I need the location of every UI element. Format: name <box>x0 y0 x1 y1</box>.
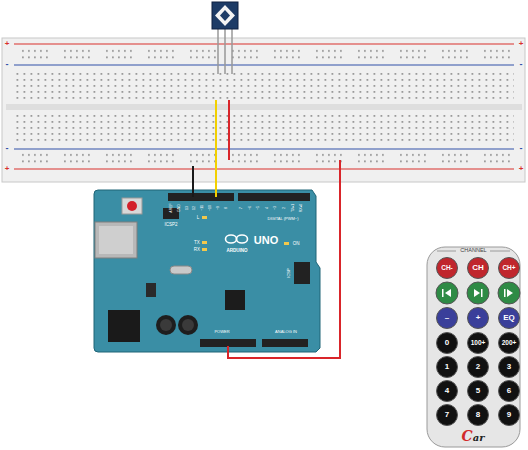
brand-logo: Car <box>462 429 485 443</box>
remote-button: 2 <box>467 356 489 378</box>
remote-button: 7 <box>436 404 458 426</box>
pin-label: 8 <box>225 207 229 209</box>
pin-label: 4 <box>266 207 270 209</box>
remote-button: EQ <box>498 307 520 329</box>
button-label: 3 <box>507 363 511 371</box>
ir-receiver <box>212 2 238 74</box>
remote-button: 3 <box>498 356 520 378</box>
board-label: POWER <box>214 330 229 334</box>
button-label: CH <box>472 264 484 272</box>
button-label: 0 <box>445 339 449 347</box>
remote-button: 0 <box>436 332 458 354</box>
remote-button: 5 <box>467 380 489 402</box>
button-label: 1 <box>445 363 449 371</box>
rail-sign: + <box>519 40 524 48</box>
pin-label: GND <box>178 204 182 212</box>
button-label: – <box>445 314 449 322</box>
remote-button: 8 <box>467 404 489 426</box>
button-label: 7 <box>445 411 449 419</box>
button-label: 5 <box>476 387 480 395</box>
remote-heading: CHANNEL <box>459 248 487 254</box>
button-label: 9 <box>507 411 511 419</box>
pin-label: 13 <box>186 206 190 210</box>
rail-sign: + <box>5 165 10 173</box>
remote-button: CH+ <box>498 257 520 279</box>
pin-label: ~9 <box>217 206 221 210</box>
pin-label: 2 <box>283 207 287 209</box>
button-label: EQ <box>503 314 515 322</box>
button-label: 6 <box>507 387 511 395</box>
board-logo: UNO <box>254 235 278 246</box>
pin-label: ~10 <box>209 205 213 211</box>
board-label: TX <box>194 241 200 246</box>
remote-button: CH- <box>436 257 458 279</box>
button-label: 8 <box>476 411 480 419</box>
button-label: 100+ <box>471 340 486 347</box>
pin-label: 7 <box>240 207 244 209</box>
rail-sign: - <box>6 60 9 69</box>
button-label: 4 <box>445 387 449 395</box>
rail-sign: - <box>520 60 523 69</box>
board-label: ON <box>293 242 300 247</box>
pin-label: ~3 <box>275 206 279 210</box>
button-label: 2 <box>476 363 480 371</box>
button-label: CH+ <box>502 265 515 272</box>
arduino-uno-board <box>94 190 320 352</box>
button-label: + <box>476 314 481 322</box>
remote-button: 6 <box>498 380 520 402</box>
board-label: L <box>197 216 200 221</box>
pin-label: AREF <box>170 203 174 212</box>
ir-remote <box>427 247 520 447</box>
remote-body: CHANNEL CH- CH CH+ – + EQ 0 100+ 200+ 1 2 3 4 5 6 7 8 9 <box>427 247 520 447</box>
button-label: 200+ <box>502 340 517 347</box>
pin-label: ~6 <box>249 206 253 210</box>
remote-button: 4 <box>436 380 458 402</box>
board-label: ICSP2 <box>164 223 177 228</box>
remote-button: CH <box>467 257 489 279</box>
pin-label: TX▸1 <box>292 204 296 212</box>
board-label: ANALOG IN <box>275 330 297 334</box>
remote-button: 100+ <box>467 332 489 354</box>
rail-sign: - <box>520 144 523 153</box>
board-logo: ARDUINO <box>227 249 248 254</box>
wires <box>193 100 340 358</box>
pin-label: RX◂0 <box>300 204 304 213</box>
rail-sign: - <box>6 144 9 153</box>
board-label: ICSP <box>287 268 291 277</box>
board-label: RX <box>194 248 200 253</box>
rail-sign: + <box>519 165 524 173</box>
remote-button: + <box>467 307 489 329</box>
pin-label: ~11 <box>201 205 205 211</box>
remote-button: 200+ <box>498 332 520 354</box>
rail-sign: + <box>5 40 10 48</box>
remote-button: 1 <box>436 356 458 378</box>
remote-button: 9 <box>498 404 520 426</box>
remote-button: – <box>436 307 458 329</box>
board-label: DIGITAL (PWM~) <box>268 217 299 221</box>
button-label: CH- <box>441 265 453 272</box>
pin-label: ~5 <box>257 206 261 210</box>
breadboard <box>2 38 525 182</box>
pin-label: 12 <box>194 206 198 210</box>
